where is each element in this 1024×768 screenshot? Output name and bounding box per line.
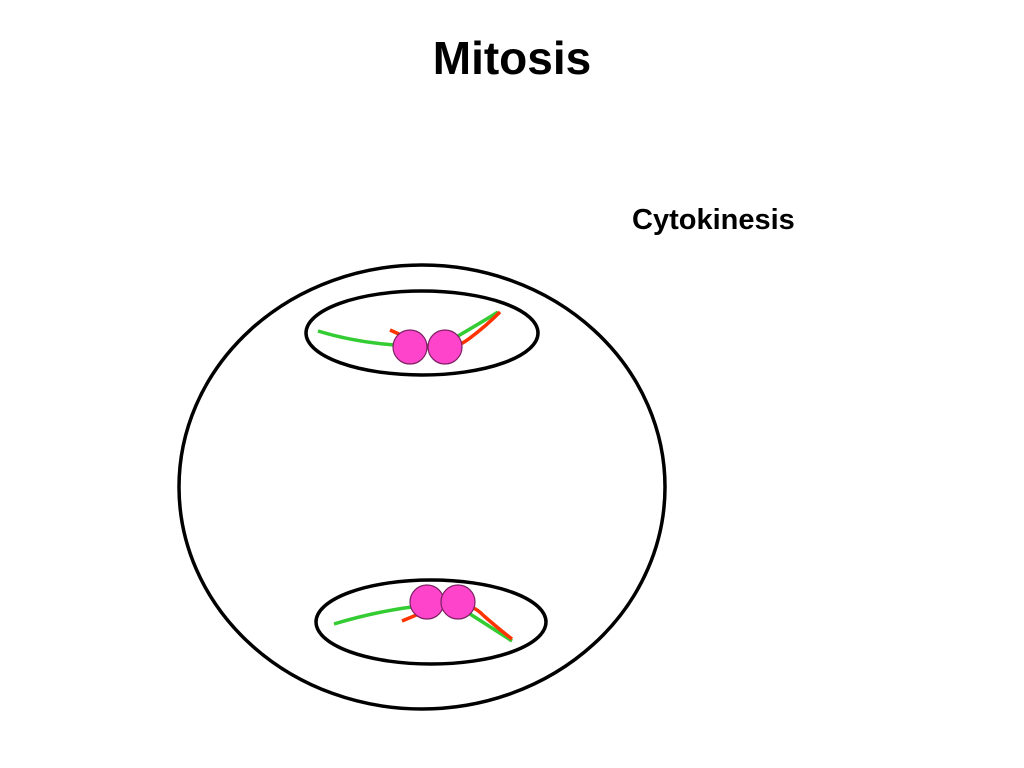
top-nucleus (304, 289, 540, 377)
phase-label: Cytokinesis (632, 204, 795, 236)
bottom-nucleus (314, 578, 548, 666)
top-chromosome (317, 310, 502, 365)
cell-membrane (177, 263, 667, 711)
top-centromere-left (392, 329, 428, 365)
slide-title: Mitosis (432, 32, 592, 84)
bottom-centromere-left (409, 584, 445, 620)
top-nucleus-envelope (304, 289, 540, 377)
bottom-chromosome (333, 584, 514, 643)
bottom-centromere-right (440, 584, 476, 620)
top-centromere-right (427, 329, 463, 365)
bottom-nucleus-envelope (314, 578, 548, 666)
